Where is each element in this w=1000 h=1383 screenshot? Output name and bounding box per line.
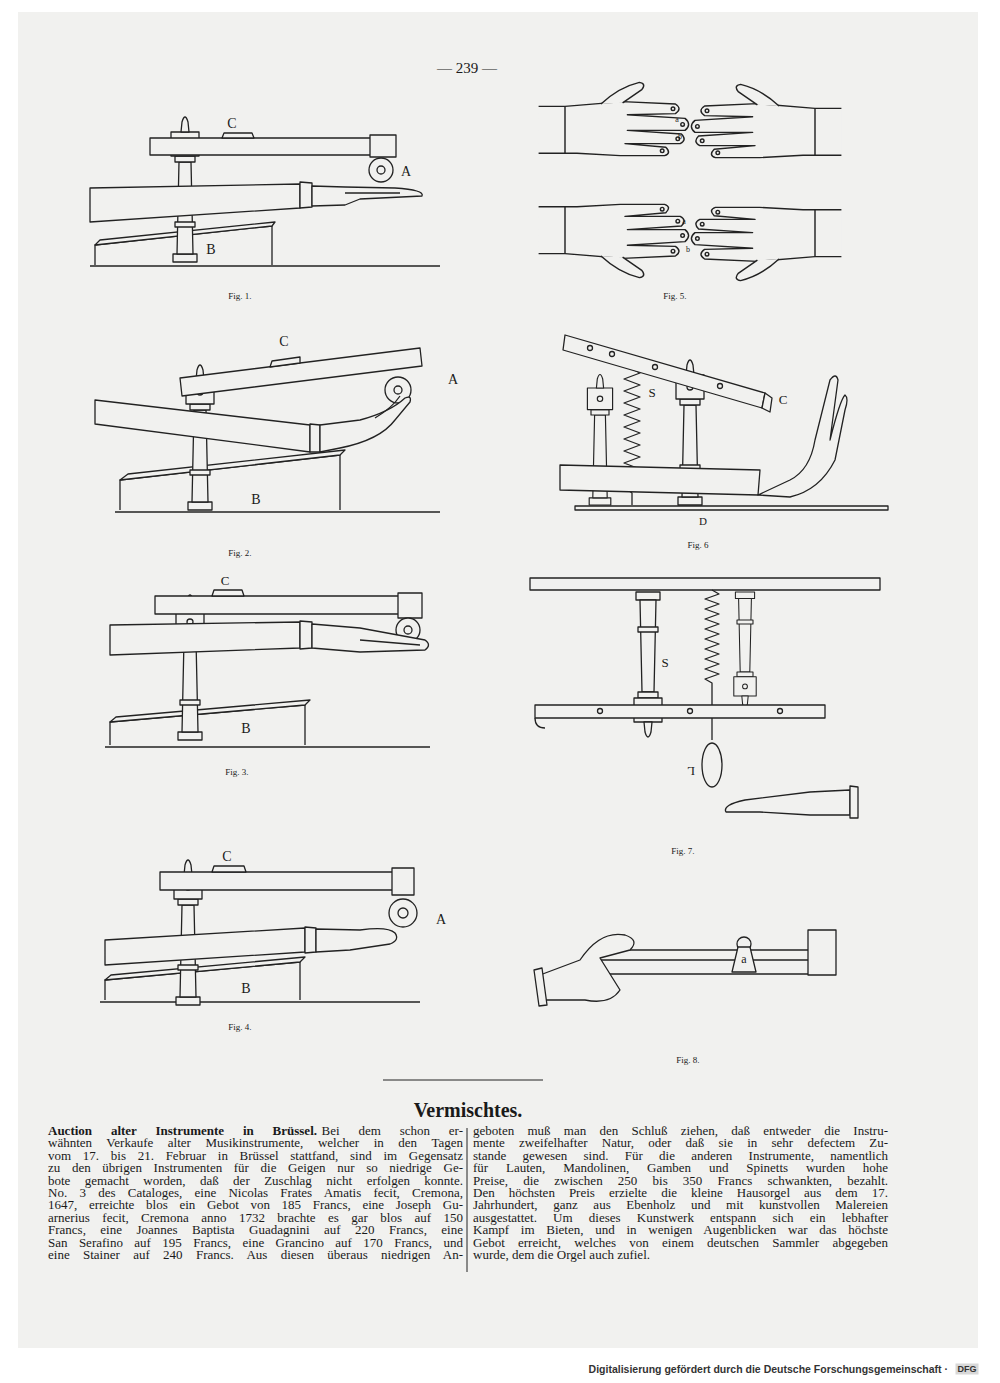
part-letter: a bbox=[741, 953, 746, 965]
part-letter: S bbox=[661, 656, 668, 669]
figure-caption: b bbox=[686, 246, 690, 254]
section-heading: Vermischtes. bbox=[414, 1100, 523, 1120]
part-letter: A bbox=[436, 913, 446, 927]
article-text: wurde, dem die Orgel auch zufiel. bbox=[473, 1247, 650, 1262]
part-letter: C bbox=[227, 117, 236, 131]
part-letter: B bbox=[241, 722, 250, 736]
part-letter: A bbox=[401, 165, 411, 179]
part-letter: C bbox=[279, 335, 288, 349]
part-letter: B bbox=[251, 493, 260, 507]
part-letter: L bbox=[687, 765, 695, 778]
article-line: wurde, dem die Orgel auch zufiel. bbox=[473, 1249, 888, 1261]
part-letter: D bbox=[699, 516, 707, 527]
part-letter: S bbox=[648, 386, 655, 399]
figure-caption: Fig. 1. bbox=[228, 292, 251, 301]
part-letter: B bbox=[206, 243, 215, 257]
figure-caption: Fig. 5. bbox=[663, 292, 686, 301]
article-text: eine Stainer auf 240 Francs. Aus diesen … bbox=[48, 1247, 463, 1262]
figure-caption: Fig. 4. bbox=[228, 1023, 251, 1032]
figure-caption: Fig. 7. bbox=[671, 847, 694, 856]
figure-caption: Fig. 6 bbox=[687, 541, 708, 550]
figure-caption: Fig. 2. bbox=[228, 549, 251, 558]
part-letter: C bbox=[222, 850, 231, 864]
page-number: — 239 — bbox=[437, 61, 497, 76]
article-line: eine Stainer auf 240 Francs. Aus diesen … bbox=[48, 1249, 463, 1261]
figure-caption: Fig. 3. bbox=[225, 768, 248, 777]
footer-note: DFG bbox=[956, 1364, 979, 1375]
part-letter: C bbox=[779, 393, 788, 406]
footer-note: Digitalisierung gefördert durch die Deut… bbox=[589, 1364, 948, 1375]
figure-caption: a bbox=[682, 218, 686, 226]
figure-caption: Fig. 8. bbox=[676, 1056, 699, 1065]
part-letter: B bbox=[241, 982, 250, 996]
figure-caption: b bbox=[678, 133, 682, 141]
figure-caption: a bbox=[675, 116, 679, 124]
part-letter: A bbox=[448, 373, 458, 387]
part-letter: C bbox=[221, 574, 230, 587]
